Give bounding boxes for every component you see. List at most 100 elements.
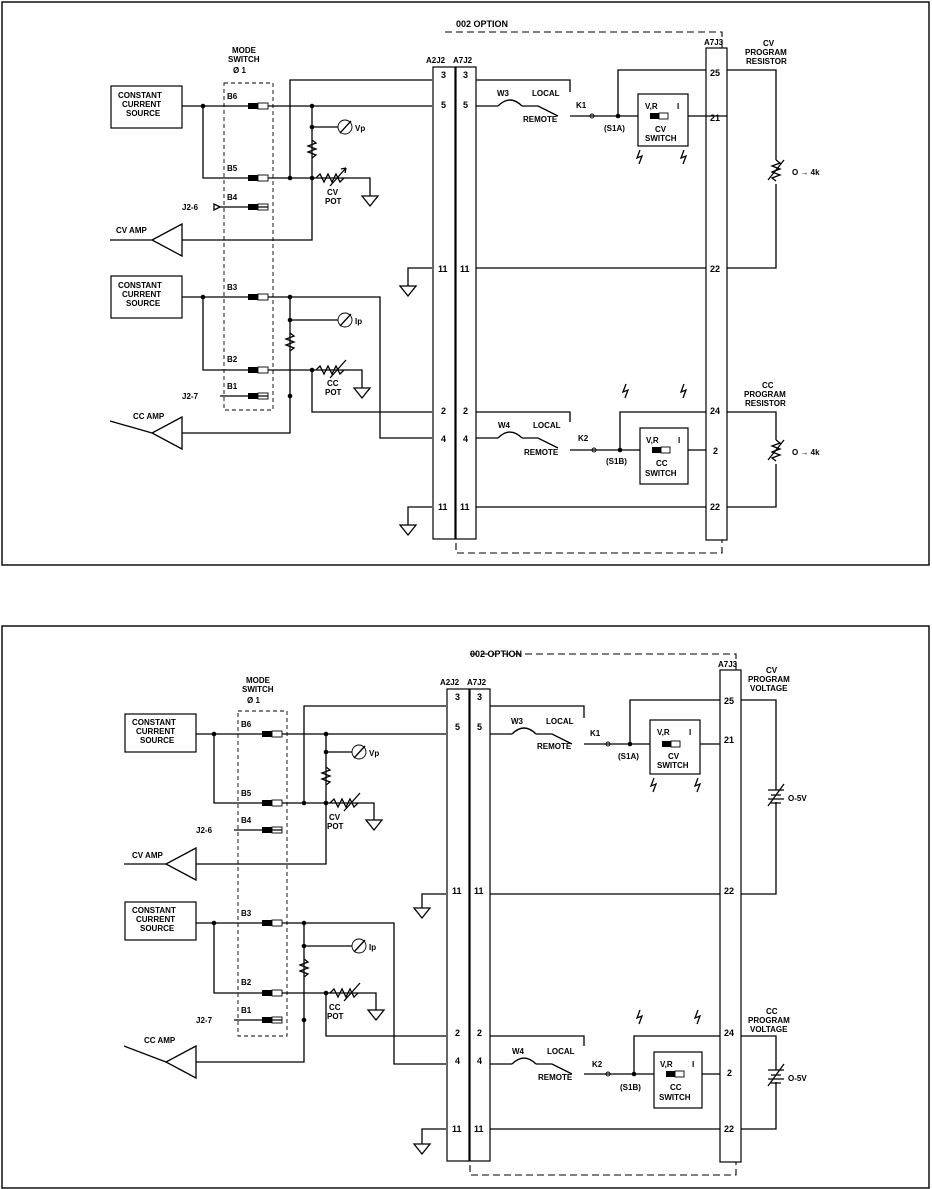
ground2-11-bottom	[412, 1128, 446, 1156]
vp-meter-label-2: Vp	[369, 749, 379, 758]
cc-switch-box	[639, 427, 689, 485]
a7j3-label-2: A7J3	[718, 660, 738, 669]
k2-label-2: K2	[592, 1060, 603, 1069]
s1b-label-2: (S1B)	[620, 1083, 641, 1092]
k2-local-label: LOCAL	[533, 421, 561, 430]
option-label-2: 002 OPTION	[470, 649, 522, 659]
diagram-resistance-programming: 002 OPTION A2J2 A7J2 A7J3 3 3 5 5 11 11 …	[1, 1, 930, 566]
cc-switch-label: CC	[656, 459, 668, 468]
k2-wiring	[476, 411, 706, 508]
cc-program-voltage-wiring	[741, 1035, 777, 1130]
mode-switch-title-b: MODE	[246, 676, 271, 685]
cv-amp-symbol-2	[124, 846, 197, 882]
cc-wiring-2	[196, 922, 446, 1065]
mode-switch-positions: Ø 1	[233, 66, 246, 75]
option-enclosure	[445, 31, 723, 554]
pin2-a7-5: 5	[477, 722, 482, 732]
cc-pot-label-2: POT	[325, 388, 342, 397]
cc-constant-current-source	[110, 275, 183, 319]
mode-switch-title: MODE	[232, 46, 257, 55]
cv-program-title-b2: PROGRAM	[748, 675, 790, 684]
a2j2-label: A2J2	[426, 56, 446, 65]
ip-meter-icon-2	[351, 938, 367, 954]
cv-switch-label: CV	[655, 125, 667, 134]
j27-label: J2-7	[182, 392, 199, 401]
j26-label-2: J2-6	[196, 826, 213, 835]
cv-ground	[360, 195, 380, 208]
pin2-a7-3: 3	[477, 692, 482, 702]
pin-a2-5: 5	[441, 100, 446, 110]
cv-pot-label-b2: POT	[327, 822, 344, 831]
terminal2-b6: B6	[241, 720, 252, 729]
a7j2-label: A7J2	[453, 56, 473, 65]
cc-resistor-2	[298, 958, 310, 978]
cv-program-title-3: RESISTOR	[746, 57, 787, 66]
cc-switch-label-2: SWITCH	[645, 469, 677, 478]
cc-program-title-b2: PROGRAM	[748, 1016, 790, 1025]
cv-source2-line2: CURRENT	[136, 727, 175, 736]
cc-program-title-1: CC	[762, 381, 774, 390]
mode-switch-body-b	[237, 710, 288, 1037]
terminal2-b5: B5	[241, 789, 252, 798]
cv-ground-2	[364, 819, 384, 832]
cv-switch-box	[637, 93, 689, 147]
cv-resistor-2	[320, 766, 332, 786]
cv-switch-i-2: I	[689, 728, 691, 737]
cv-wiring-2	[196, 705, 446, 865]
k1-remote-label: REMOTE	[523, 115, 558, 124]
cc-resistor	[284, 332, 296, 352]
lightning-marks-2	[635, 777, 702, 1025]
cv-switch-label-2: SWITCH	[645, 134, 677, 143]
cc-source-line3: SOURCE	[126, 299, 161, 308]
connector-a7j2-2	[469, 688, 491, 1162]
a7j2-label-2: A7J2	[467, 678, 487, 687]
terminal-b4: B4	[227, 193, 238, 202]
cv-source-line3: SOURCE	[126, 109, 161, 118]
cc-source2-line3: SOURCE	[140, 924, 175, 933]
mode-switch-body	[223, 82, 274, 411]
pin-j3-22b: 22	[710, 502, 720, 512]
pin2-a7-11b: 11	[474, 1124, 484, 1134]
terminal2-b3: B3	[241, 909, 252, 918]
pin2-a7-2: 2	[477, 1028, 482, 1038]
k2-remote-label: REMOTE	[524, 448, 559, 457]
cv-constant-current-source-2	[124, 713, 197, 753]
k1-local-label-2: LOCAL	[546, 717, 574, 726]
pin-a2-2: 2	[441, 406, 446, 416]
pin2-j3-22b: 22	[724, 1124, 734, 1134]
cv-program-title-b1: CV	[766, 666, 778, 675]
vp-meter-icon-2	[351, 744, 367, 760]
cv-program-title-b3: VOLTAGE	[750, 684, 788, 693]
cv-wiring	[182, 79, 432, 241]
pin-j3-2: 2	[713, 446, 718, 456]
cv-program-title-2: PROGRAM	[745, 48, 787, 57]
pin-j3-22: 22	[710, 264, 720, 274]
cc-program-voltage-range: O-5V	[788, 1074, 807, 1083]
cc-switch-label-b2: SWITCH	[659, 1093, 691, 1102]
pin-j3-24: 24	[710, 406, 720, 416]
cv-amp-label-2: CV AMP	[132, 851, 163, 860]
ip-meter-label-2: Ip	[369, 943, 376, 952]
pin2-a2-3: 3	[455, 692, 460, 702]
connector-a7j3	[705, 47, 728, 541]
cv-constant-current-source	[110, 85, 183, 129]
connector-a7j2	[455, 66, 477, 540]
pin-a7-2: 2	[463, 406, 468, 416]
j26-arrow	[213, 202, 222, 212]
cv-switch-vr: V,R	[645, 102, 658, 111]
cv-pot-label-b: CV	[329, 813, 341, 822]
w3-jumper-2	[511, 727, 537, 735]
pin-j3-21: 21	[710, 113, 720, 123]
connector-a2j2-2	[446, 688, 470, 1162]
cv-source-line2: CURRENT	[122, 100, 161, 109]
cc-program-title-2: PROGRAM	[744, 390, 786, 399]
pin2-j3-25: 25	[724, 696, 734, 706]
pin2-a2-4: 4	[455, 1056, 460, 1066]
mode-switch-title-2: SWITCH	[228, 55, 260, 64]
cc-source2-line2: CURRENT	[136, 915, 175, 924]
cc-program-range: O → 4k	[792, 448, 820, 457]
k2-label: K2	[578, 434, 589, 443]
cc-pot-label-b: CC	[329, 1003, 341, 1012]
k2-wiring-2	[490, 1035, 720, 1130]
diagram-voltage-programming: 002 OPTION A2J2 A7J2 A7J3 3 3 5 5 11 11 …	[1, 625, 930, 1189]
